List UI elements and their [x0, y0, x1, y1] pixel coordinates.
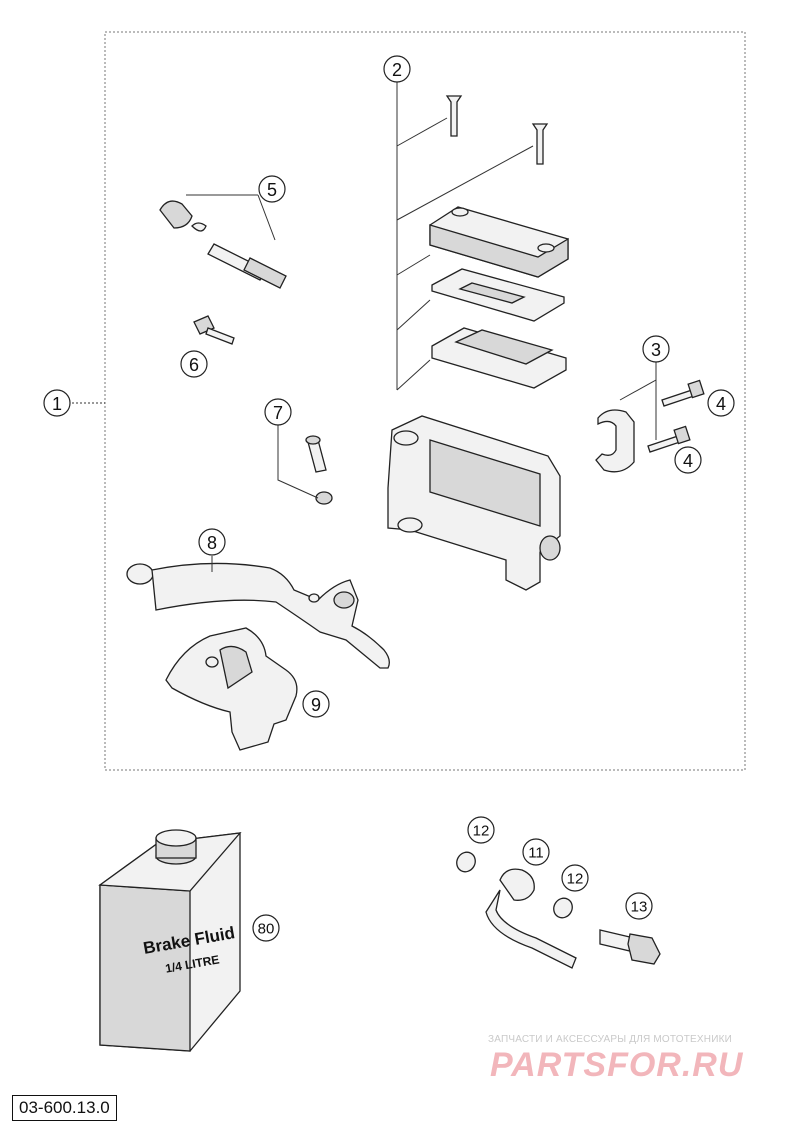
callout-11: 11: [522, 838, 550, 866]
callout-7: 7: [264, 398, 292, 426]
rubber-diaphragm: [431, 327, 567, 389]
master-cylinder-body: [387, 415, 561, 591]
callout-3: 3: [642, 335, 670, 363]
assembly-boundary: [104, 31, 746, 771]
svg-text:1: 1: [52, 394, 62, 414]
callout-9: 9: [302, 690, 330, 718]
piston-kit: [159, 200, 287, 289]
svg-text:12: 12: [473, 823, 490, 840]
callout-80: 80: [252, 914, 280, 942]
callout-4b: 4: [674, 446, 702, 474]
diagram-part-number: 03-600.13.0: [12, 1095, 117, 1121]
leader-3b: [619, 379, 657, 401]
svg-text:4: 4: [683, 451, 693, 471]
bleeder-valve: [193, 315, 235, 345]
clamp-bolts: [647, 379, 705, 453]
diaphragm-plate: [431, 268, 565, 322]
svg-text:13: 13: [631, 899, 648, 916]
cover-screws: [445, 95, 549, 165]
lever-boot: [165, 627, 298, 751]
callout-12a: 12: [467, 816, 495, 844]
callout-6: 6: [180, 350, 208, 378]
svg-text:9: 9: [311, 695, 321, 715]
svg-text:5: 5: [267, 180, 277, 200]
svg-text:2: 2: [392, 60, 402, 80]
brake-fluid-bottle: [98, 829, 242, 1052]
leader-7: [277, 425, 319, 499]
watermark-logo: PARTSFOR.RU: [490, 1046, 744, 1084]
leader-5: [186, 194, 276, 241]
callout-8: 8: [198, 528, 226, 556]
svg-text:4: 4: [716, 394, 726, 414]
reservoir-cover: [429, 206, 569, 278]
callout-5: 5: [258, 175, 286, 203]
callout-13: 13: [625, 892, 653, 920]
leader-2: [396, 82, 534, 391]
svg-text:12: 12: [567, 871, 584, 888]
svg-text:6: 6: [189, 355, 199, 375]
svg-text:11: 11: [528, 845, 544, 862]
svg-text:3: 3: [651, 340, 661, 360]
watermark-caption: ЗАПЧАСТИ И АКСЕССУАРЫ ДЛЯ МОТОТЕХНИКИ: [488, 1034, 733, 1045]
banjo-bolt: [599, 929, 661, 965]
banjo-washers: [456, 851, 573, 919]
brake-lever: [126, 562, 390, 669]
callout-4a: 4: [707, 389, 735, 417]
callout-2: 2: [383, 55, 411, 83]
callout-12b: 12: [561, 864, 589, 892]
svg-text:8: 8: [207, 533, 217, 553]
callout-1: 1: [43, 389, 71, 417]
handlebar-clamp: [595, 409, 635, 473]
brake-hose: [485, 868, 577, 969]
svg-text:80: 80: [258, 921, 275, 938]
lever-pivot-bolt: [305, 435, 333, 505]
svg-text:7: 7: [273, 403, 283, 423]
